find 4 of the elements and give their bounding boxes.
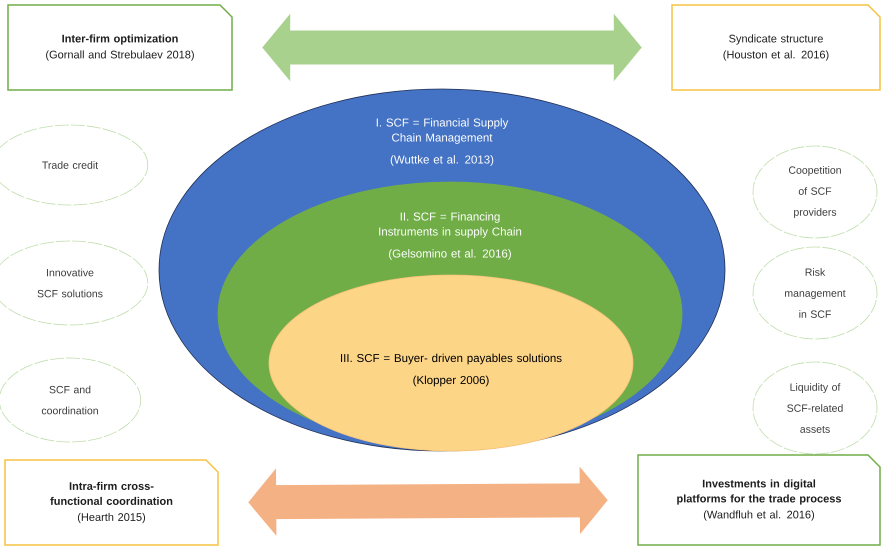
reference-box: Intra-firm cross-functional coordination (Hearth 2015)	[4, 459, 219, 546]
reference-box: Investments in digital platforms for the trade process (Wandfluh et al. 2016)	[637, 454, 881, 546]
reference-box: Syndicate structure (Houston et al. 2016)	[671, 4, 881, 91]
reference-box: Inter-firm optimization (Gornall and Strebulaev 2018)	[7, 4, 233, 91]
